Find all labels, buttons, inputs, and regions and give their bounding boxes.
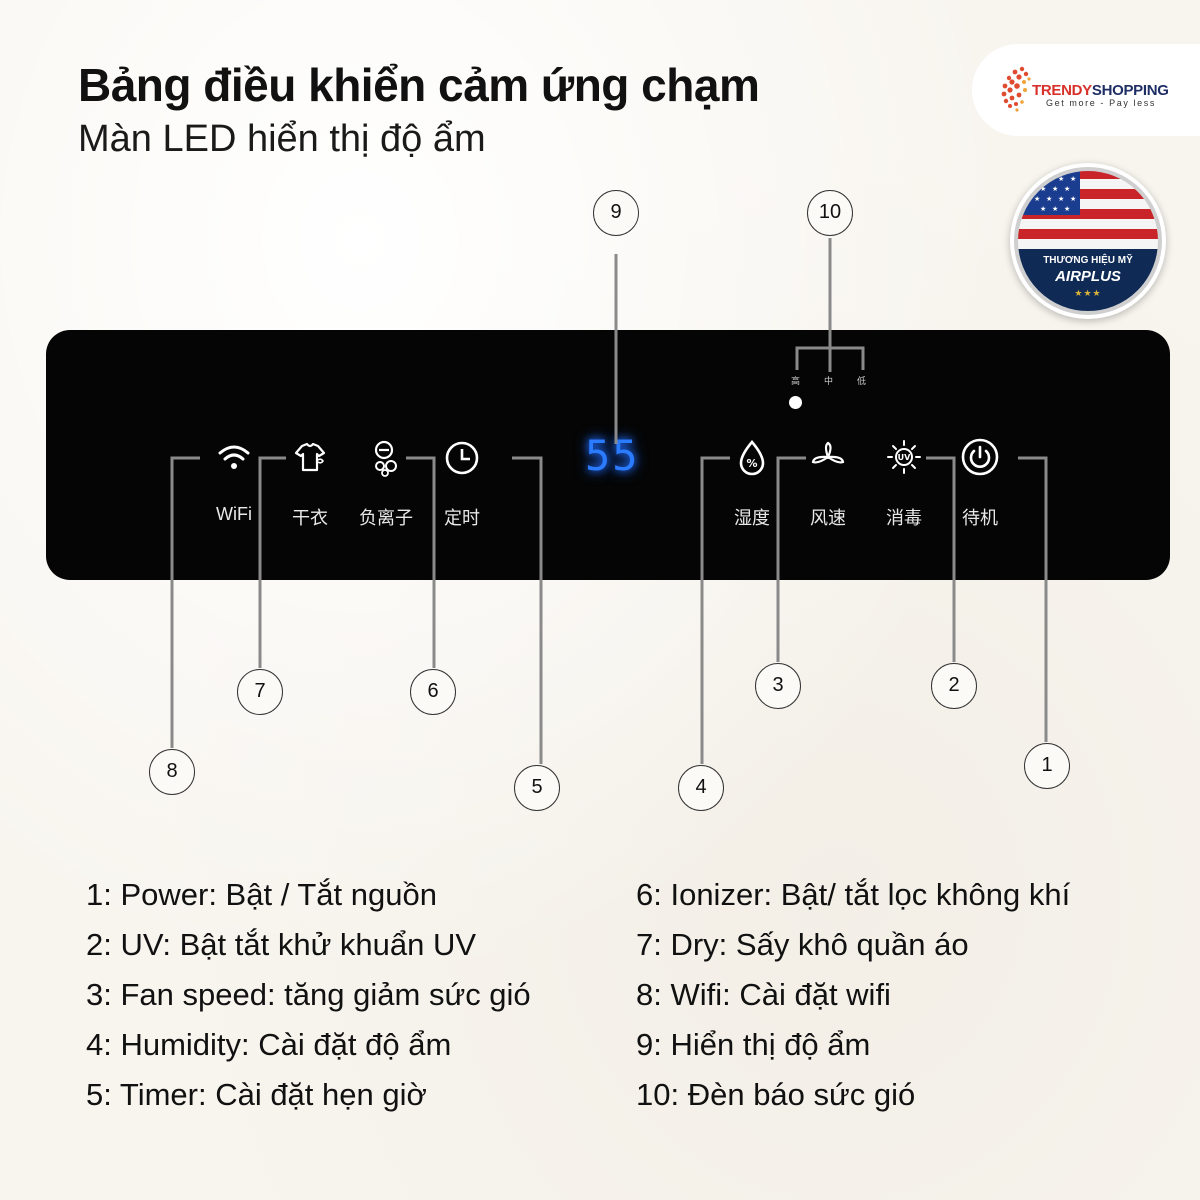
speed-mark-high: 高 [791,376,801,386]
legend-right: 6: Ionizer: Bật/ tắt lọc không khí 7: Dr… [636,870,1070,1120]
speed-mark-medium: 中 [824,376,834,386]
label-wifi: WiFi [216,504,252,524]
legend-item-9: 9: Hiển thị độ ẩm [636,1027,871,1062]
svg-text:★: ★ [1034,195,1040,203]
label-timer: 定时 [444,508,480,528]
callout-3: 3 [755,663,801,709]
speed-mark-low: 低 [857,376,867,386]
page-subtitle: Màn LED hiển thị độ ẩm [78,118,486,160]
svg-text:★: ★ [1058,175,1064,183]
svg-text:%: % [746,457,757,470]
svg-text:★: ★ [1064,185,1070,193]
power-icon[interactable] [958,436,1002,480]
badge-text-brand-origin: THƯƠNG HIỆU MỸ [1043,255,1133,266]
badge-text-brand: AIRPLUS [1055,268,1121,285]
wifi-icon[interactable] [212,436,256,480]
callout-7: 7 [237,669,283,715]
callout-9: 9 [593,190,639,236]
legend-item-10: 10: Đèn báo sức gió [636,1077,916,1112]
callout-2: 2 [931,663,977,709]
clock-icon[interactable] [440,436,484,480]
humidity-drop-icon[interactable]: % [730,436,774,480]
label-uv: 消毒 [886,508,922,528]
svg-text:★: ★ [1046,195,1052,203]
callout-4: 4 [678,765,724,811]
svg-text:★: ★ [1064,205,1070,213]
svg-text:★: ★ [1040,185,1046,193]
label-humidity: 湿度 [734,508,770,528]
svg-text:★: ★ [1070,175,1076,183]
shirt-icon[interactable] [288,436,332,480]
legend-item-4: 4: Humidity: Cài đặt độ ẩm [86,1027,452,1062]
logo-word-trendy: TRENDY [1032,82,1092,99]
svg-text:★: ★ [1070,195,1076,203]
fan-icon[interactable] [806,436,850,480]
callout-10: 10 [807,190,853,236]
speed-indicator-light [789,396,802,409]
legend-item-1: 1: Power: Bật / Tắt nguồn [86,877,437,912]
legend-item-8: 8: Wifi: Cài đặt wifi [636,977,891,1012]
legend-item-7: 7: Dry: Sấy khô quần áo [636,927,969,962]
legend-left: 1: Power: Bật / Tắt nguồn 2: UV: Bật tắt… [86,870,531,1120]
callout-5: 5 [514,765,560,811]
uv-icon[interactable]: UV [882,436,926,480]
legend-item-6: 6: Ionizer: Bật/ tắt lọc không khí [636,877,1071,912]
logo-wordmark: TRENDYSHOPPING [1032,82,1169,99]
logo-word-shopping: SHOPPING [1091,82,1169,99]
svg-text:★: ★ [1058,195,1064,203]
legend-item-3: 3: Fan speed: tăng giảm sức gió [86,977,531,1012]
callout-1: 1 [1024,743,1070,789]
label-fan-speed: 风速 [810,508,846,528]
callout-6: 6 [410,669,456,715]
logo-tagline: Get more - Pay less [1046,98,1156,108]
label-ionizer: 负离子 [359,508,413,528]
legend-item-5: 5: Timer: Cài đặt hẹn giờ [86,1077,427,1112]
svg-text:★: ★ [1052,205,1058,213]
us-flag-badge-icon: ★★★★ ★★★ ★★★★ ★★★ [1014,167,1162,315]
legend-item-2: 2: UV: Bật tắt khử khuẩn UV [86,927,477,962]
svg-text:★: ★ [1040,205,1046,213]
svg-text:★: ★ [1034,175,1040,183]
ionizer-icon[interactable] [364,436,408,480]
humidity-display: 55 [585,431,640,480]
callout-8: 8 [149,749,195,795]
label-standby: 待机 [962,508,998,528]
svg-text:★: ★ [1052,185,1058,193]
page-title: Bảng điều khiển cảm ứng chạm [78,59,760,111]
globe-logo-icon [1001,66,1031,112]
svg-text:UV: UV [898,453,911,462]
badge-stars: ★★★ [1074,288,1102,298]
label-dry: 干衣 [292,508,328,528]
